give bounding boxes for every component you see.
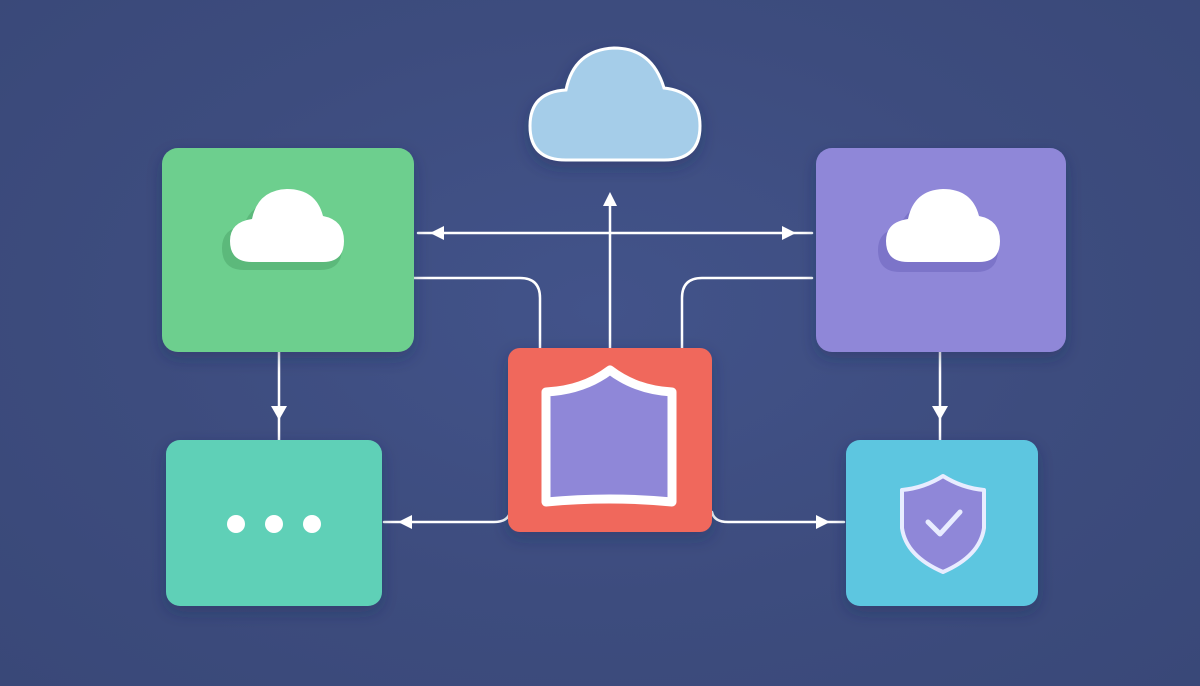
- arrowhead-left-box: [430, 226, 444, 240]
- cloud-icon: [230, 189, 344, 262]
- more-dots-icon: [227, 515, 321, 533]
- center-gateway-node[interactable]: [508, 348, 712, 532]
- cloud-icon: [886, 189, 1000, 262]
- arrowhead-bottom-left-down: [271, 406, 287, 420]
- top-cloud-node[interactable]: [528, 46, 702, 162]
- cloud-icon: [528, 46, 702, 162]
- arrowhead-up-top-cloud: [603, 192, 617, 206]
- arrowhead-bottom-right-box: [816, 515, 830, 529]
- edge-gateway-left-box: [412, 276, 542, 350]
- arrowheads: [271, 192, 948, 529]
- bottom-right-box[interactable]: [846, 440, 1038, 606]
- right-cloud-box[interactable]: [816, 148, 1066, 352]
- arrowhead-bottom-right-down: [932, 406, 948, 420]
- edge-gateway-right-box: [680, 276, 814, 350]
- left-cloud-box[interactable]: [162, 148, 414, 352]
- arrowhead-right-box: [782, 226, 796, 240]
- shield-check-icon: [900, 474, 986, 574]
- bottom-left-box[interactable]: [166, 440, 382, 606]
- arrowhead-bottom-left-box: [398, 515, 412, 529]
- edge-gateway-bottom-right: [710, 510, 846, 524]
- shield-frame-icon: [541, 365, 677, 507]
